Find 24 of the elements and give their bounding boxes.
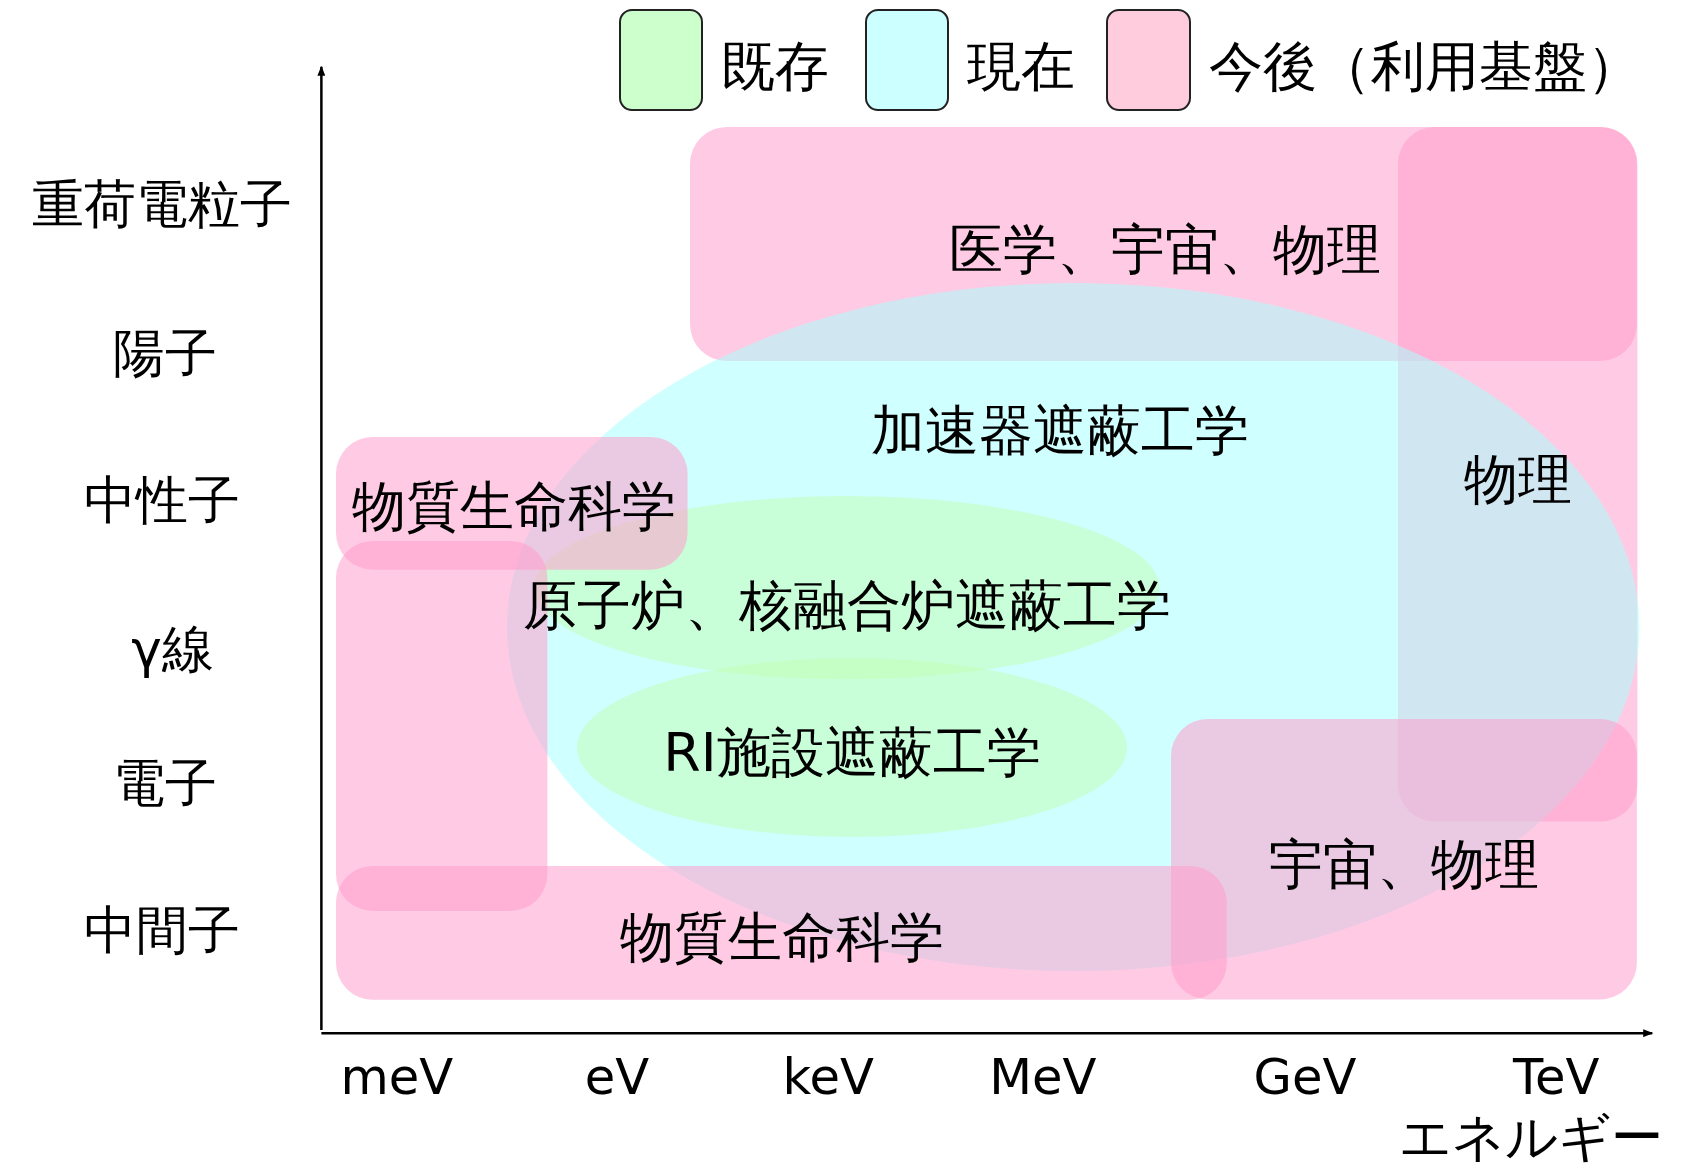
region-label: 宇宙、物理 (1269, 837, 1540, 892)
axis-label: 中間子 (83, 904, 240, 957)
axis-label: γ線 (131, 624, 214, 677)
legend-label: 今後（利用基盤） (1208, 39, 1641, 94)
region-label: 物理 (1464, 452, 1573, 507)
region-label: 医学、宇宙、物理 (948, 223, 1381, 278)
axis-label: 陽子 (113, 327, 217, 380)
region-label: 加速器遮蔽工学 (871, 404, 1250, 459)
tick-label: MeV (989, 1053, 1097, 1104)
region-label: 物質生命科学 (352, 479, 677, 534)
tick-label: meV (340, 1053, 454, 1104)
tick-label: GeV (1253, 1053, 1357, 1104)
tick-label: eV (584, 1053, 650, 1104)
legend-label: 既存 (721, 39, 830, 94)
region-label: 物質生命科学 (619, 911, 944, 966)
tick-label: keV (782, 1053, 874, 1104)
region-label: RI施設遮蔽工学 (663, 725, 1041, 780)
axis-title: エネルギー (1399, 1111, 1664, 1164)
tick-label: TeV (1513, 1053, 1600, 1104)
axis-label: 重荷電粒子 (31, 179, 292, 231)
axis-label: 電子 (113, 758, 217, 810)
axis-label: 中性子 (83, 475, 240, 528)
region-label: 原子炉、核融合炉遮蔽工学 (522, 579, 1171, 634)
legend-label: 現在 (967, 39, 1076, 94)
